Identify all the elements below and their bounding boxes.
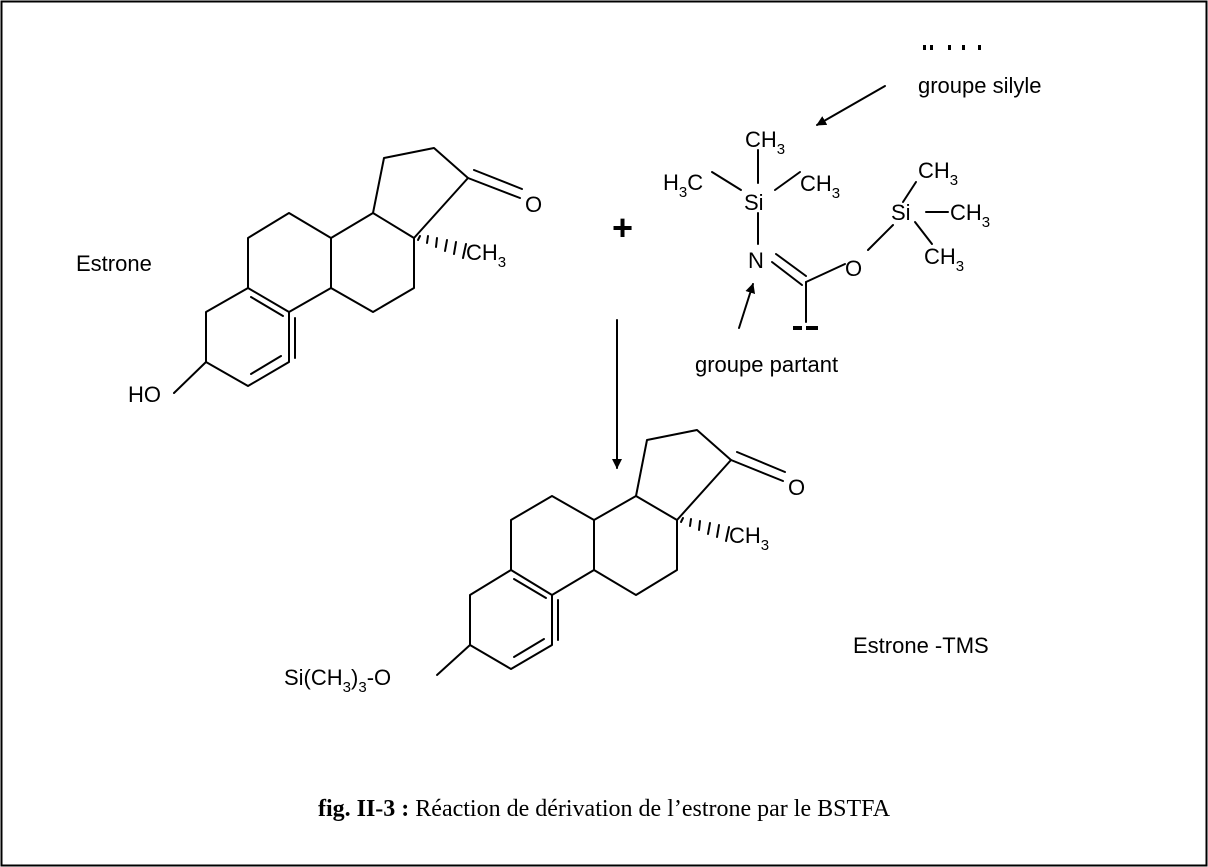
tms-carbonyl-oxygen: O xyxy=(788,475,805,500)
bstfa-si1-top-methyl: CH3 xyxy=(745,127,785,158)
silyle-group-label: groupe silyle xyxy=(918,73,1042,98)
cropped-text-fragments xyxy=(793,45,981,330)
estrone-carbonyl-oxygen: O xyxy=(525,192,542,217)
plus-sign: + xyxy=(612,207,633,248)
estrone-molecule: O CH3 HO xyxy=(128,147,542,407)
estrone-tms-name: Estrone -TMS xyxy=(853,633,989,658)
bstfa-oxygen-atom: O xyxy=(845,256,862,281)
bstfa-si2-atom: Si xyxy=(891,200,911,225)
partant-pointer-arrow xyxy=(738,283,756,329)
bstfa-si1-right-methyl: CH3 xyxy=(800,171,840,202)
bstfa-si1-left-methyl: H3C xyxy=(663,170,703,201)
estrone-hydroxyl-label: HO xyxy=(128,382,161,407)
tms-ether-label: Si(CH3)3-O xyxy=(284,665,391,696)
bstfa-molecule: CH3 H3C CH3 Si N O Si CH3 CH3 CH3 xyxy=(663,127,990,323)
estrone-tms-molecule: O CH3 Si(CH3)3-O xyxy=(284,429,805,696)
bstfa-si2-top-methyl: CH3 xyxy=(918,158,958,189)
figure-caption: fig. II-3 : Réaction de dérivation de l’… xyxy=(318,796,891,822)
bstfa-si2-bottom-methyl: CH3 xyxy=(924,244,964,275)
bstfa-nitrogen-atom: N xyxy=(748,248,764,273)
silyle-pointer-arrow xyxy=(816,85,886,126)
estrone-methyl-label: CH3 xyxy=(466,240,506,271)
bstfa-si2-right-methyl: CH3 xyxy=(950,200,990,231)
tms-methyl-label: CH3 xyxy=(729,523,769,554)
estrone-name: Estrone xyxy=(76,251,152,276)
bstfa-si1-atom: Si xyxy=(744,190,764,215)
leaving-group-label: groupe partant xyxy=(695,352,838,377)
